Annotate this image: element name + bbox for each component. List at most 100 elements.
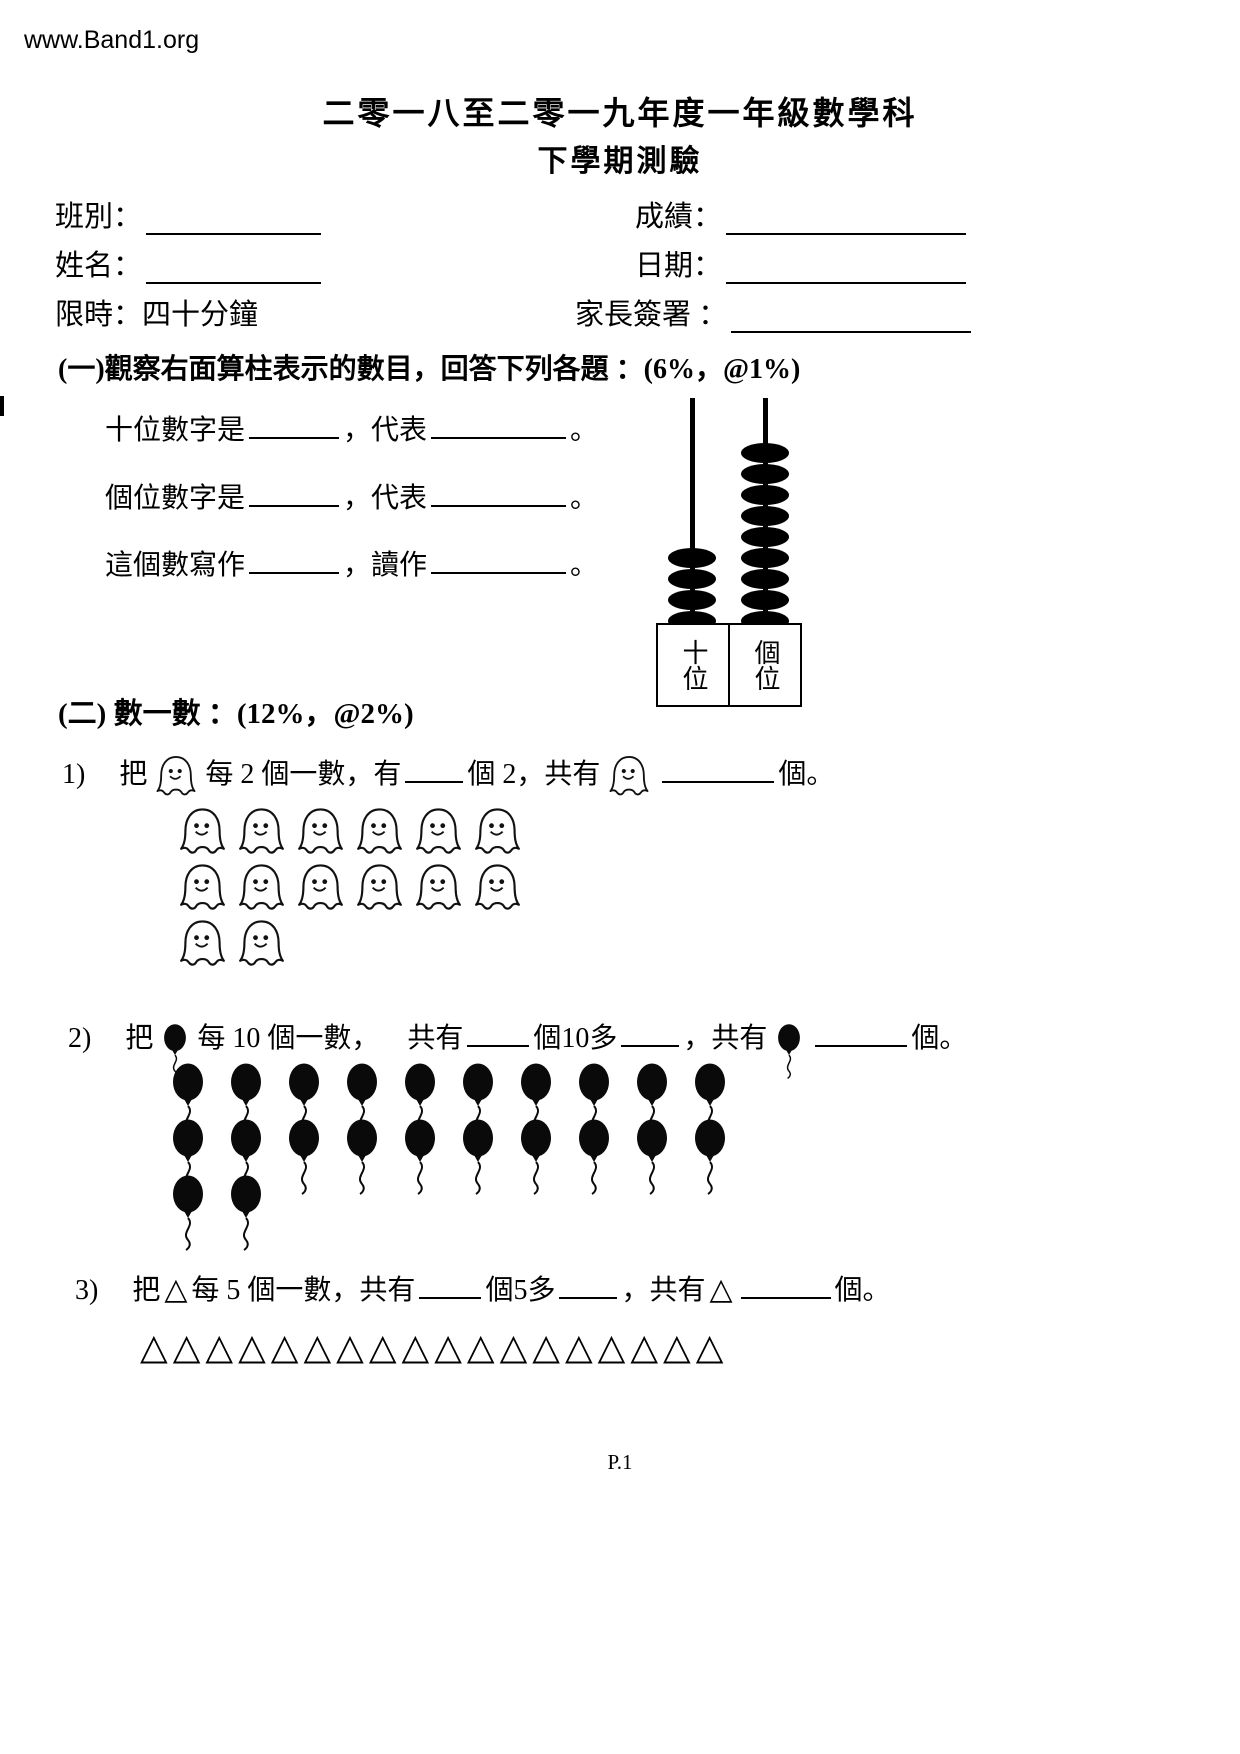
time-limit-field: 限時：四十分鐘 bbox=[55, 291, 575, 333]
class-blank bbox=[146, 209, 322, 235]
ghost-grid bbox=[176, 806, 524, 974]
triangle-icon: △ bbox=[270, 1327, 299, 1368]
triangle-icon: △ bbox=[164, 1272, 188, 1307]
triangle-icon: △ bbox=[695, 1327, 724, 1368]
section1-heading: (一)觀察右面算柱表示的數目，回答下列各題 ：(6%，@1%) bbox=[58, 354, 801, 385]
question-3-line: 3)把△每 5 個一數，共有個5多，共有△個。 bbox=[75, 1268, 891, 1308]
field-row-2: 姓名： 日期： bbox=[55, 235, 1185, 284]
question-text: 把 bbox=[119, 759, 148, 790]
triangle-icon: △ bbox=[401, 1327, 430, 1368]
triangle-icon: △ bbox=[564, 1327, 593, 1368]
question-text: 這個數寫作 bbox=[105, 550, 246, 581]
abacus-bead bbox=[741, 527, 789, 547]
abacus-tens-beads bbox=[668, 547, 716, 631]
triangle-icon: △ bbox=[663, 1327, 691, 1368]
section1-question-tens: 十位數字是，代表。 bbox=[105, 408, 598, 448]
triangle-icon: △ bbox=[368, 1327, 397, 1368]
triangle-icon: △ bbox=[709, 1272, 733, 1307]
triangle-icon: △ bbox=[238, 1327, 266, 1368]
answer-blank bbox=[431, 481, 567, 507]
abacus-bead bbox=[741, 506, 789, 526]
answer-blank bbox=[559, 1273, 618, 1299]
triangle-icon: △ bbox=[205, 1327, 234, 1368]
answer-blank bbox=[467, 1021, 530, 1047]
ghost-icon bbox=[471, 862, 524, 915]
answer-blank bbox=[249, 548, 340, 574]
question-text: 。 bbox=[570, 415, 599, 446]
question-text: ，讀作 bbox=[343, 550, 428, 581]
name-blank bbox=[146, 258, 322, 284]
paper-title-line1: 二零一八至二零一九年度一年級數學科 bbox=[322, 95, 918, 131]
balloon-icon bbox=[282, 1118, 326, 1196]
ghost-icon bbox=[176, 806, 229, 859]
abacus-ones-label: 個位 bbox=[751, 639, 780, 691]
abacus-bead bbox=[741, 485, 789, 505]
question-3-number: 3) bbox=[75, 1275, 99, 1306]
ghost-icon bbox=[353, 806, 406, 859]
section1-question-ones: 個位數字是，代表。 bbox=[105, 476, 598, 516]
abacus-rods bbox=[656, 398, 802, 631]
question-text: 個10多 bbox=[533, 1023, 618, 1054]
parent-signature-label: 家長簽署 ： bbox=[575, 299, 728, 331]
ghost-row-3 bbox=[176, 918, 524, 971]
question-text: 個。 bbox=[911, 1023, 968, 1054]
triangle-icon: △ bbox=[532, 1327, 560, 1368]
triangle-row: △ △ △ △ △ △ △ △ △ △ △ △ △ △ △ △ △ △ bbox=[140, 1328, 723, 1368]
question-text: ，共有 bbox=[621, 1275, 706, 1306]
triangle-icon: △ bbox=[140, 1327, 168, 1368]
triangle-icon: △ bbox=[434, 1327, 462, 1368]
triangle-icon: △ bbox=[630, 1327, 658, 1368]
score-label: 成績： bbox=[635, 201, 723, 233]
balloon-row-2 bbox=[166, 1118, 732, 1196]
triangle-icon: △ bbox=[597, 1327, 626, 1368]
question-text: 每 5 個一數，共有 bbox=[191, 1275, 416, 1306]
balloon-icon bbox=[159, 1023, 191, 1079]
abacus-bead bbox=[668, 569, 716, 589]
parent-signature-blank bbox=[731, 307, 972, 333]
parent-signature-field: 家長簽署 ： bbox=[575, 291, 1185, 333]
score-field: 成績： bbox=[575, 193, 1185, 235]
ghost-icon bbox=[353, 862, 406, 915]
question-text: 共有 bbox=[407, 1023, 464, 1054]
question-text: 每 2 個一數，有 bbox=[205, 759, 402, 790]
question-text: 個。 bbox=[834, 1275, 891, 1306]
abacus-tens-label: 十位 bbox=[679, 639, 708, 691]
abacus-bead bbox=[741, 569, 789, 589]
question-text: 把 bbox=[125, 1023, 154, 1054]
section2-heading: (二) 數一數 ：(12%，@2%) bbox=[58, 698, 414, 730]
triangle-icon: △ bbox=[336, 1327, 364, 1368]
abacus-bead bbox=[741, 443, 789, 463]
field-row-3: 限時：四十分鐘 家長簽署 ： bbox=[55, 284, 1185, 333]
site-watermark: www.Band1.org bbox=[24, 26, 200, 54]
answer-blank bbox=[815, 1021, 908, 1047]
answer-blank bbox=[740, 1273, 831, 1299]
balloon-icon bbox=[340, 1118, 384, 1196]
triangle-icon: △ bbox=[466, 1327, 495, 1368]
ghost-icon bbox=[235, 806, 288, 859]
answer-blank bbox=[249, 413, 340, 439]
page-number: P.1 bbox=[607, 1450, 633, 1474]
balloon-icon bbox=[514, 1118, 558, 1196]
triangle-icon: △ bbox=[499, 1327, 528, 1368]
section1-question-number: 這個數寫作，讀作。 bbox=[105, 543, 598, 583]
ghost-icon bbox=[471, 806, 524, 859]
question-text: 個 2，共有 bbox=[467, 759, 601, 790]
abacus-bead bbox=[668, 548, 716, 568]
question-text: ，共有 bbox=[683, 1023, 768, 1054]
question-text: ，代表 bbox=[343, 483, 428, 514]
paper-title-line2: 下學期測驗 bbox=[537, 145, 703, 178]
balloon-icon bbox=[688, 1118, 732, 1196]
abacus-tens-rod bbox=[690, 398, 695, 623]
ghost-icon bbox=[235, 862, 288, 915]
ghost-row-2 bbox=[176, 862, 524, 915]
header-fields: 班別： 成績： 姓名： 日期： 限時：四十分鐘 家長簽署 ： bbox=[55, 186, 1185, 333]
answer-blank bbox=[431, 413, 567, 439]
answer-blank bbox=[419, 1273, 482, 1299]
abacus-bead bbox=[741, 548, 789, 568]
answer-blank bbox=[431, 548, 567, 574]
abacus-bead bbox=[668, 590, 716, 610]
ghost-icon bbox=[606, 754, 652, 800]
question-text: ，代表 bbox=[343, 415, 428, 446]
question-1-line: 1)把每 2 個一數，有個 2，共有個。 bbox=[62, 752, 834, 800]
